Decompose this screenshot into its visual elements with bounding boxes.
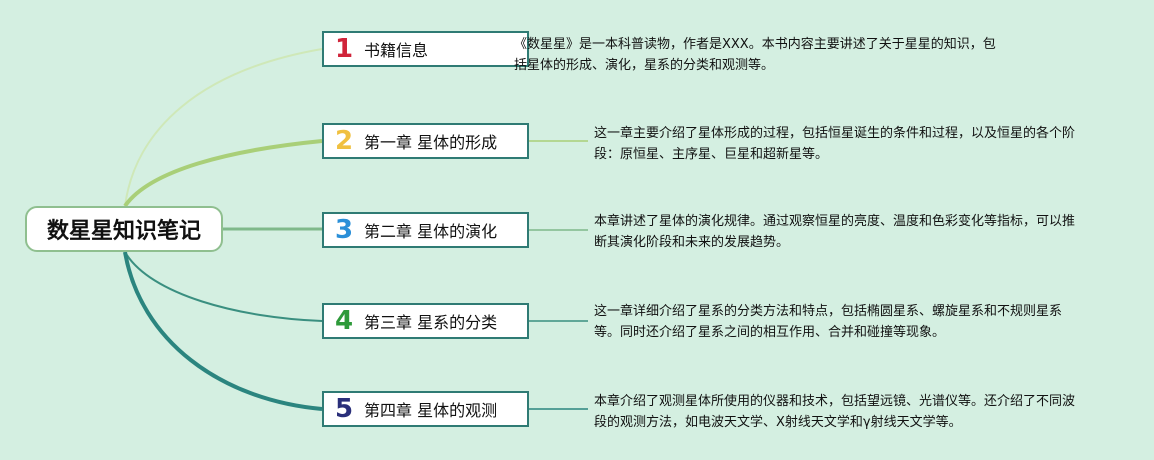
root-topic-label: 数星星知识笔记 xyxy=(46,219,201,244)
topic-label-5: 第四章 星体的观测 xyxy=(364,401,498,420)
description-4: 这一章详细介绍了星系的分类方法和特点，包括椭圆星系、螺旋星系和不规则星系等。同时… xyxy=(594,304,1063,340)
number-badge-5: 5 xyxy=(334,394,354,424)
root-topic[interactable]: 数星星知识笔记 xyxy=(25,206,223,252)
branch-curve-2 xyxy=(123,139,323,208)
description-2: 这一章主要介绍了星体形成的过程，包括恒星诞生的条件和过程，以及恒星的各个阶段：原… xyxy=(594,126,1076,162)
topic-node-chapter-3[interactable]: 4 第三章 星系的分类 xyxy=(322,303,529,339)
number-badge-2: 2 xyxy=(334,126,354,156)
topic-node-book-info[interactable]: 1 书籍信息 xyxy=(322,31,529,67)
number-badge-4: 4 xyxy=(334,306,354,336)
description-3: 本章讲述了星体的演化规律。通过观察恒星的亮度、温度和色彩变化等指标，可以推断其演… xyxy=(594,214,1076,250)
description-5: 本章介绍了观测星体所使用的仪器和技术，包括望远镜、光谱仪等。还介绍了不同波段的观… xyxy=(594,394,1076,430)
topic-label-1: 书籍信息 xyxy=(364,41,429,60)
branch-curve-1 xyxy=(124,48,323,207)
topic-node-chapter-1[interactable]: 2 第一章 星体的形成 xyxy=(322,123,529,159)
topic-node-chapter-4[interactable]: 5 第四章 星体的观测 xyxy=(322,391,529,427)
number-badge-3: 3 xyxy=(334,215,354,245)
topic-label-2: 第一章 星体的形成 xyxy=(364,133,498,152)
branch-curve-4 xyxy=(124,251,323,322)
branch-curve-5 xyxy=(123,251,323,411)
topic-label-4: 第三章 星系的分类 xyxy=(364,313,498,332)
topic-label-3: 第二章 星体的演化 xyxy=(364,222,498,241)
topic-node-chapter-2[interactable]: 3 第二章 星体的演化 xyxy=(322,212,529,248)
number-badge-1: 1 xyxy=(334,34,354,64)
description-1: 《数星星》是一本科普读物，作者是XXX。本书内容主要讲述了关于星星的知识，包括星… xyxy=(514,37,996,73)
